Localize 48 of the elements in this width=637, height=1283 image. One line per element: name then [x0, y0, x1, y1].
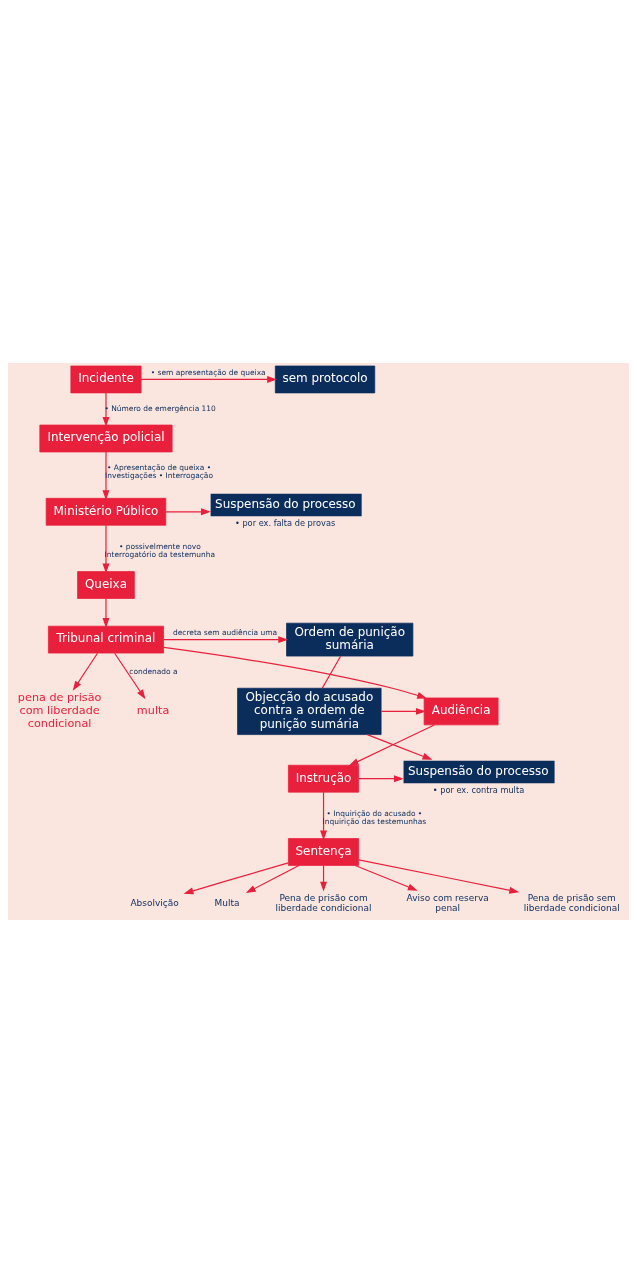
- arrow: [354, 864, 418, 891]
- arrow: [102, 392, 110, 427]
- node-box: Suspensão do processo: [210, 493, 362, 517]
- arrow: [102, 598, 110, 628]
- node-box: Incidente: [70, 365, 142, 394]
- node-text: Absolvição: [130, 897, 179, 908]
- edge-label: • Número de emergência 110: [104, 403, 216, 413]
- node-label: • por ex. falta de provas: [234, 517, 336, 528]
- edge-label: condenado a: [129, 667, 178, 677]
- node-text: Aviso com reserva penal: [406, 893, 489, 913]
- edge-label: • sem apresentação de queixa: [150, 367, 266, 377]
- arrow: [163, 636, 289, 644]
- node-box: Instrução: [288, 764, 360, 793]
- node-box: Suspensão do processo: [403, 760, 555, 784]
- arrow: [348, 724, 435, 766]
- arrow: [102, 451, 110, 501]
- edge-label: • possivelmente novo Interrogatório da testemunha: [104, 542, 216, 560]
- node-box: sem protocolo: [274, 365, 376, 394]
- arrow: [140, 376, 278, 383]
- arrow: [320, 791, 327, 841]
- node-box: Intervenção policial: [39, 424, 173, 453]
- arrow: [114, 652, 146, 700]
- node-text: Multa: [214, 897, 240, 908]
- node-box: Queixa: [77, 571, 135, 599]
- arrow: [366, 734, 433, 760]
- arrow: [165, 508, 211, 516]
- node-text: Pena de prisão com liberdade condicional: [275, 893, 372, 913]
- arrow: [245, 864, 300, 894]
- node-box: Objecção do acusado contra a ordem de punição sumária: [237, 687, 382, 735]
- node-box: Sentença: [288, 838, 360, 866]
- edge-label: • Apresentação de queixa • Investigações • Interrogação: [105, 462, 214, 481]
- arrow: [380, 707, 426, 715]
- node-box: Ordem de punição sumária: [286, 622, 414, 657]
- connector: [321, 655, 342, 689]
- arrow: [102, 524, 110, 574]
- node-box: Ministério Público: [45, 497, 167, 526]
- node-label: • por ex. contra multa: [432, 784, 525, 795]
- node-text: Pena de prisão sem liberdade condicional: [523, 893, 620, 913]
- arrow: [358, 859, 520, 894]
- node-box: Audiência: [423, 697, 499, 726]
- arrow: [358, 775, 404, 783]
- node-text: multa: [136, 704, 170, 718]
- edge-label: decreta sem audiência uma: [172, 628, 278, 638]
- arrow: [72, 652, 99, 691]
- arrow: [163, 646, 428, 699]
- node-text: pena de prisão com liberdade condicional: [17, 691, 102, 730]
- arrow: [183, 862, 289, 895]
- node-box: Tribunal criminal: [48, 625, 164, 654]
